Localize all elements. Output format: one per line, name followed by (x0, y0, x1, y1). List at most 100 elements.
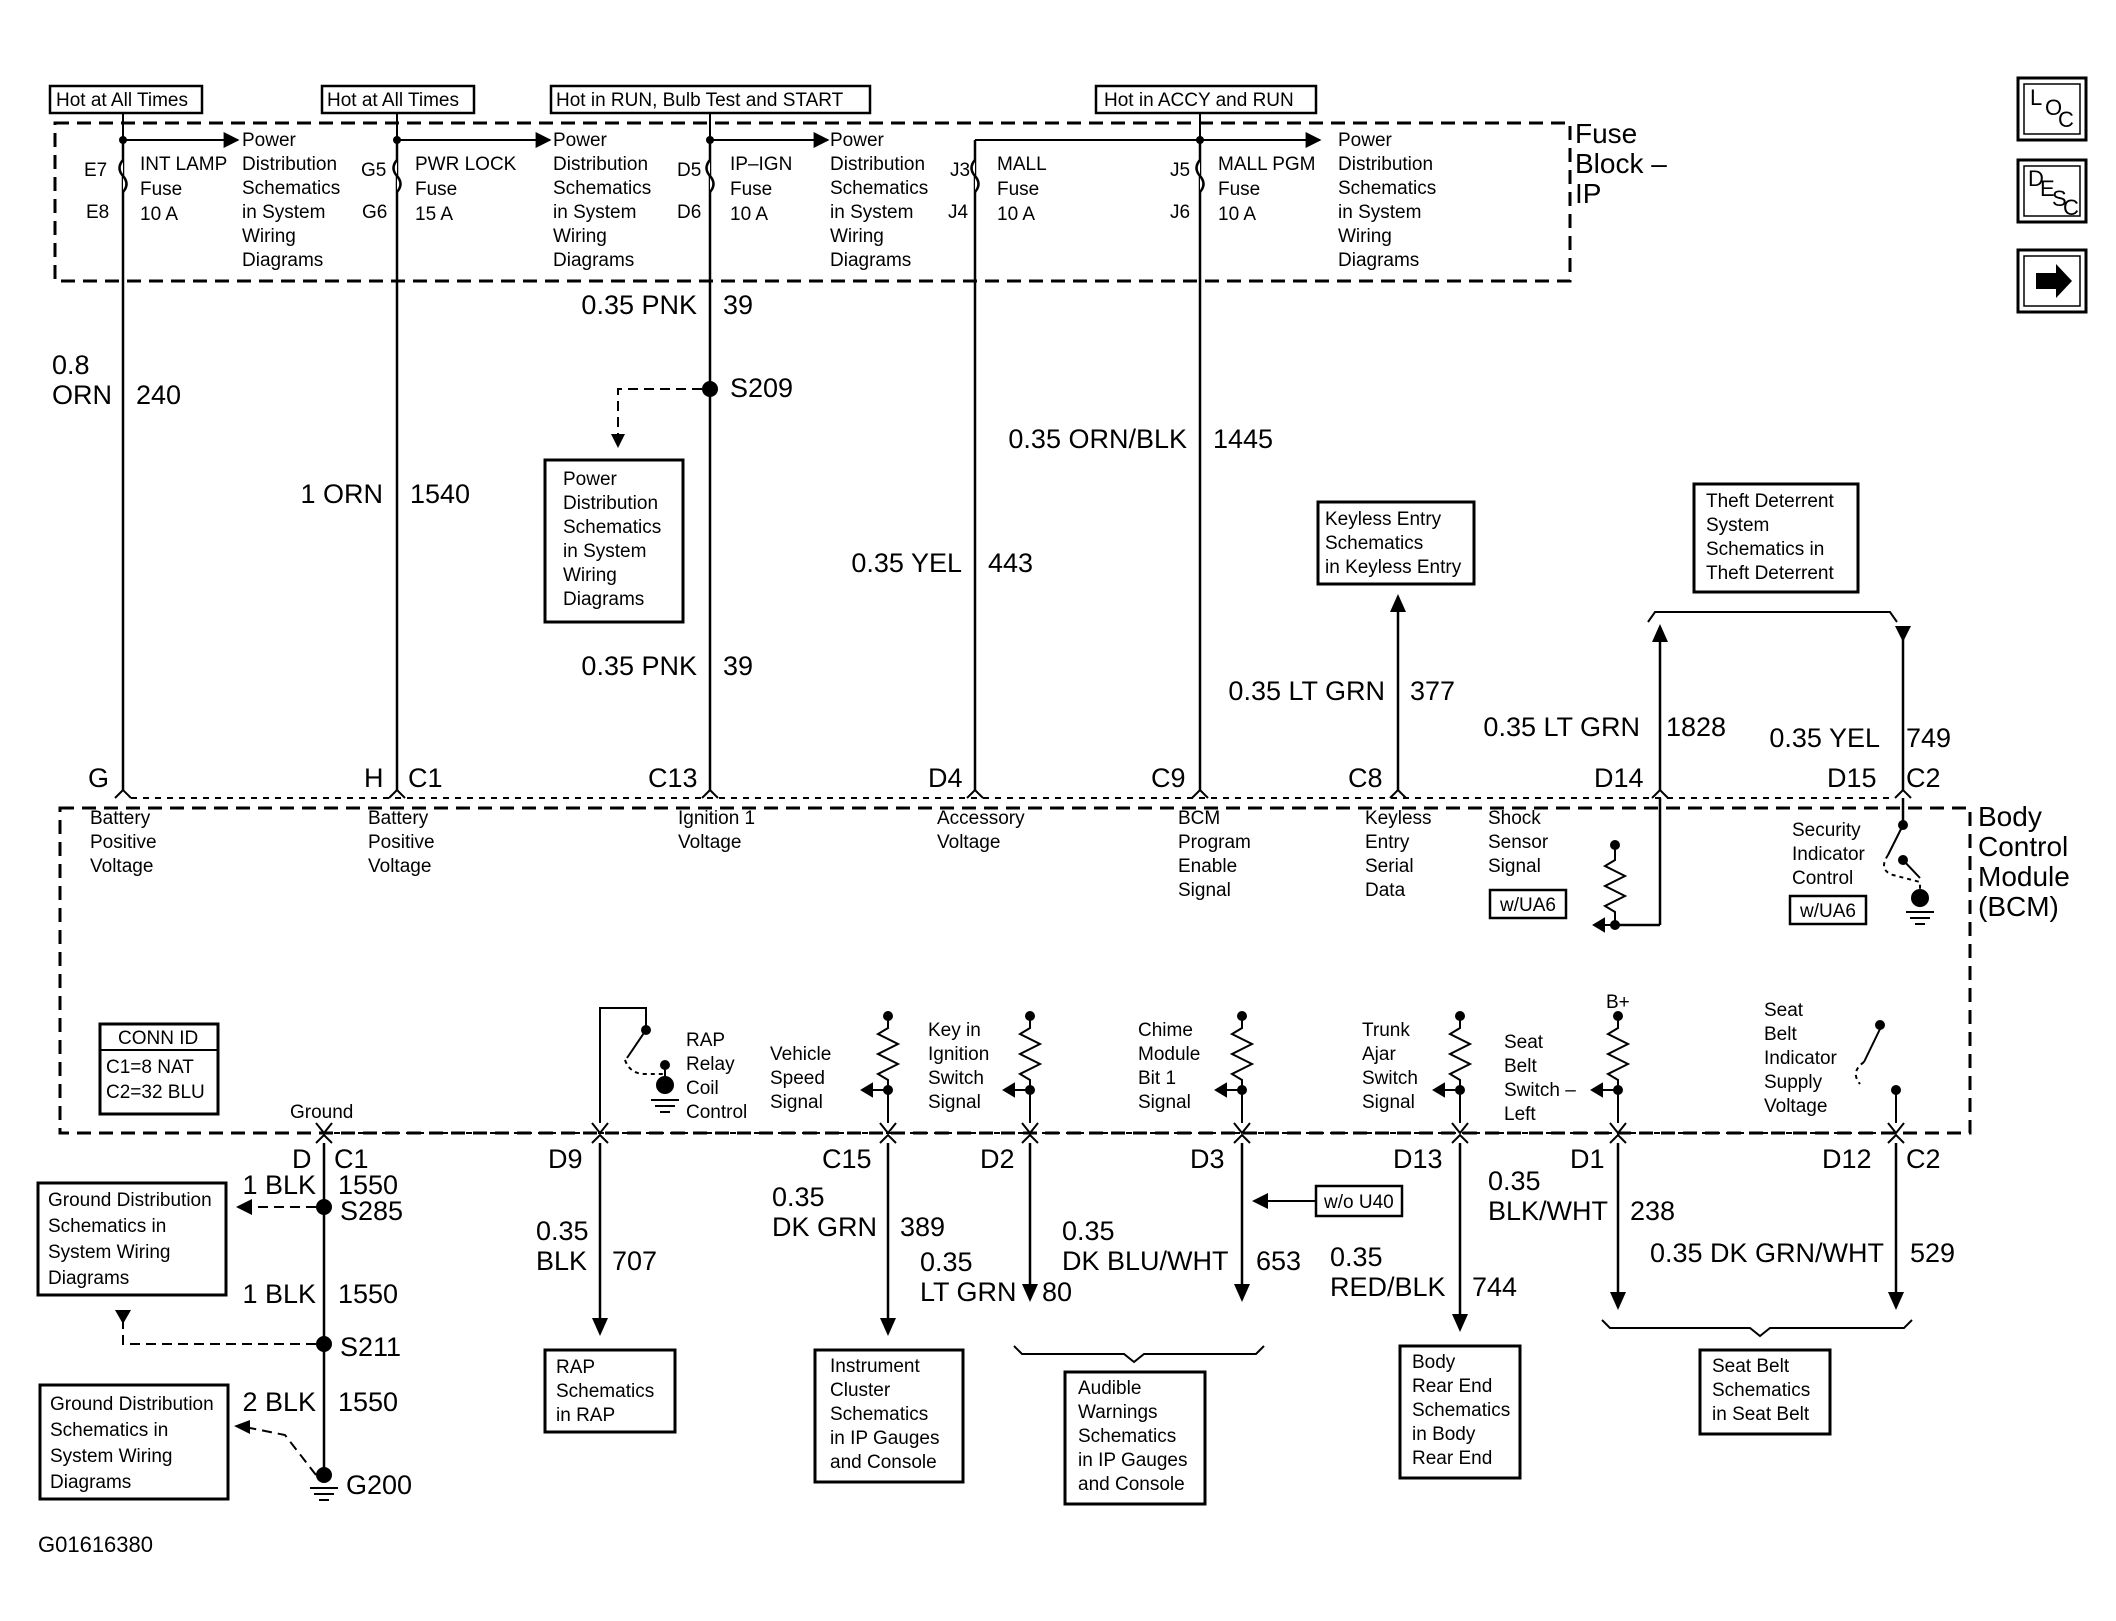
svg-text:Ignition 1: Ignition 1 (678, 808, 755, 829)
svg-text:Seat Belt: Seat Belt (1712, 1356, 1790, 1377)
svg-text:Schematics: Schematics (1078, 1426, 1176, 1447)
svg-text:Distribution: Distribution (830, 154, 925, 175)
ground-g200: G200 (234, 1420, 412, 1501)
fuse-mall-pgm: J5 J6 MALL PGM Fuse 10 A Power Distribut… (1170, 130, 1436, 790)
splice-s285: S285 (236, 1196, 403, 1226)
svg-text:and Console: and Console (1078, 1474, 1185, 1495)
svg-text:Security: Security (1792, 820, 1861, 841)
svg-text:DK BLU/WHT: DK BLU/WHT (1062, 1246, 1229, 1276)
svg-text:E: E (2040, 176, 2055, 201)
svg-text:Signal: Signal (1488, 856, 1541, 877)
arrow-right-icon (2036, 264, 2072, 298)
svg-text:2 BLK: 2 BLK (242, 1387, 316, 1417)
svg-text:in System: in System (563, 541, 646, 562)
svg-text:Trunk: Trunk (1362, 1020, 1410, 1041)
wire-238: 0.35 BLK/WHT 238 (1488, 1143, 1675, 1310)
svg-text:Hot at All Times: Hot at All Times (327, 90, 459, 111)
wire-1828: 0.35 LT GRN 1828 (1483, 712, 1726, 742)
rap-relay-coil (599, 1007, 679, 1123)
svg-text:Signal: Signal (1178, 880, 1231, 901)
svg-text:Power: Power (830, 130, 885, 151)
svg-text:Voltage: Voltage (937, 832, 1000, 853)
svg-text:E8: E8 (86, 202, 109, 223)
option-wo-u40: w/o U40 (1252, 1184, 1404, 1218)
loc-button[interactable]: L O C (2016, 76, 2088, 142)
svg-text:Ground Distribution: Ground Distribution (48, 1190, 212, 1211)
svg-text:Power: Power (1338, 130, 1393, 151)
svg-text:J3: J3 (950, 160, 970, 181)
svg-text:in System: in System (553, 202, 636, 223)
svg-text:1 ORN: 1 ORN (300, 479, 383, 509)
svg-text:0.8: 0.8 (52, 350, 90, 380)
desc-button[interactable]: D E S C (2016, 158, 2088, 224)
svg-text:Switch –: Switch – (1504, 1080, 1576, 1101)
svg-text:Voltage: Voltage (90, 856, 153, 877)
svg-text:Wiring: Wiring (830, 226, 884, 247)
bcm-top-labels: Battery Positive Voltage Battery Positiv… (90, 808, 1866, 901)
wire-39-lower: 0.35 PNK 39 (581, 651, 753, 681)
svg-text:Relay: Relay (686, 1054, 735, 1075)
svg-text:Fuse: Fuse (997, 179, 1039, 200)
svg-text:0.35 YEL: 0.35 YEL (1769, 723, 1880, 753)
fuse-block-title: Fuse Block – IP (1575, 118, 1667, 209)
svg-text:Distribution: Distribution (563, 493, 658, 514)
svg-text:Schematics: Schematics (1325, 533, 1423, 554)
svg-text:C2=32 BLU: C2=32 BLU (106, 1082, 205, 1103)
ref-body-rear-end: Body Rear End Schematics in Body Rear En… (1398, 1344, 1522, 1480)
svg-text:Body: Body (1978, 801, 2042, 832)
svg-text:Schematics: Schematics (556, 1381, 654, 1402)
svg-text:Theft Deterrent: Theft Deterrent (1706, 563, 1834, 584)
svg-text:Diagrams: Diagrams (48, 1268, 129, 1289)
svg-text:0.35 PNK: 0.35 PNK (581, 290, 697, 320)
svg-text:Fuse: Fuse (1575, 118, 1637, 149)
svg-text:707: 707 (612, 1246, 657, 1276)
svg-text:Seat: Seat (1764, 1000, 1804, 1021)
svg-text:Indicator: Indicator (1792, 844, 1866, 865)
svg-text:PWR LOCK: PWR LOCK (415, 154, 517, 175)
svg-text:443: 443 (988, 548, 1033, 578)
svg-text:C: C (2063, 195, 2079, 220)
ref-theft-deterrent: Theft Deterrent System Schematics in The… (1647, 482, 1911, 790)
next-page-button[interactable] (2016, 248, 2088, 314)
ref-keyless-entry: Keyless Entry Schematics in Keyless Entr… (1316, 500, 1476, 790)
svg-text:Block –: Block – (1575, 148, 1667, 179)
svg-text:10 A: 10 A (730, 204, 768, 225)
svg-text:Rear End: Rear End (1412, 1448, 1492, 1469)
svg-text:0.35: 0.35 (536, 1216, 589, 1246)
svg-text:Speed: Speed (770, 1068, 825, 1089)
svg-text:C1: C1 (408, 763, 443, 793)
svg-text:Indicator: Indicator (1764, 1048, 1838, 1069)
option-w-ua6-2: w/UA6 (1788, 894, 1868, 926)
svg-text:0.35: 0.35 (920, 1247, 973, 1277)
svg-text:ORN: ORN (52, 380, 112, 410)
bcm-ground-label: Ground (290, 1102, 353, 1123)
svg-text:Diagrams: Diagrams (563, 589, 644, 610)
svg-text:Coil: Coil (686, 1078, 719, 1099)
svg-text:C2: C2 (1906, 763, 1941, 793)
svg-text:G5: G5 (361, 160, 386, 181)
svg-text:System Wiring: System Wiring (50, 1446, 172, 1467)
svg-text:Left: Left (1504, 1104, 1536, 1125)
svg-text:Battery: Battery (90, 808, 151, 829)
svg-text:C1: C1 (334, 1144, 369, 1174)
svg-text:in System: in System (1338, 202, 1421, 223)
svg-text:Entry: Entry (1365, 832, 1410, 853)
svg-text:Instrument: Instrument (830, 1356, 920, 1377)
bcm-bottom-pins: D C1 D9 C15 D2 D3 D13 D1 D12 C2 (292, 1144, 1941, 1174)
svg-text:1550: 1550 (338, 1170, 398, 1200)
bcm-title: Body Control Module (BCM) (1978, 801, 2070, 922)
conn-id-box: CONN ID C1=8 NAT C2=32 BLU (98, 1022, 220, 1116)
svg-text:Cluster: Cluster (830, 1380, 891, 1401)
svg-text:J5: J5 (1170, 160, 1190, 181)
svg-text:1550: 1550 (338, 1279, 398, 1309)
svg-text:0.35: 0.35 (1488, 1166, 1541, 1196)
svg-text:Schematics: Schematics (830, 178, 928, 199)
option-w-ua6-1: w/UA6 (1488, 888, 1568, 920)
svg-text:Diagrams: Diagrams (50, 1472, 131, 1493)
svg-text:Ground Distribution: Ground Distribution (50, 1394, 214, 1415)
wire-1550-b: 1 BLK 1550 (242, 1279, 398, 1309)
wire-39-upper: 0.35 PNK 39 (581, 290, 753, 320)
svg-text:Program: Program (1178, 832, 1251, 853)
svg-text:Positive: Positive (368, 832, 435, 853)
svg-text:BCM: BCM (1178, 808, 1220, 829)
